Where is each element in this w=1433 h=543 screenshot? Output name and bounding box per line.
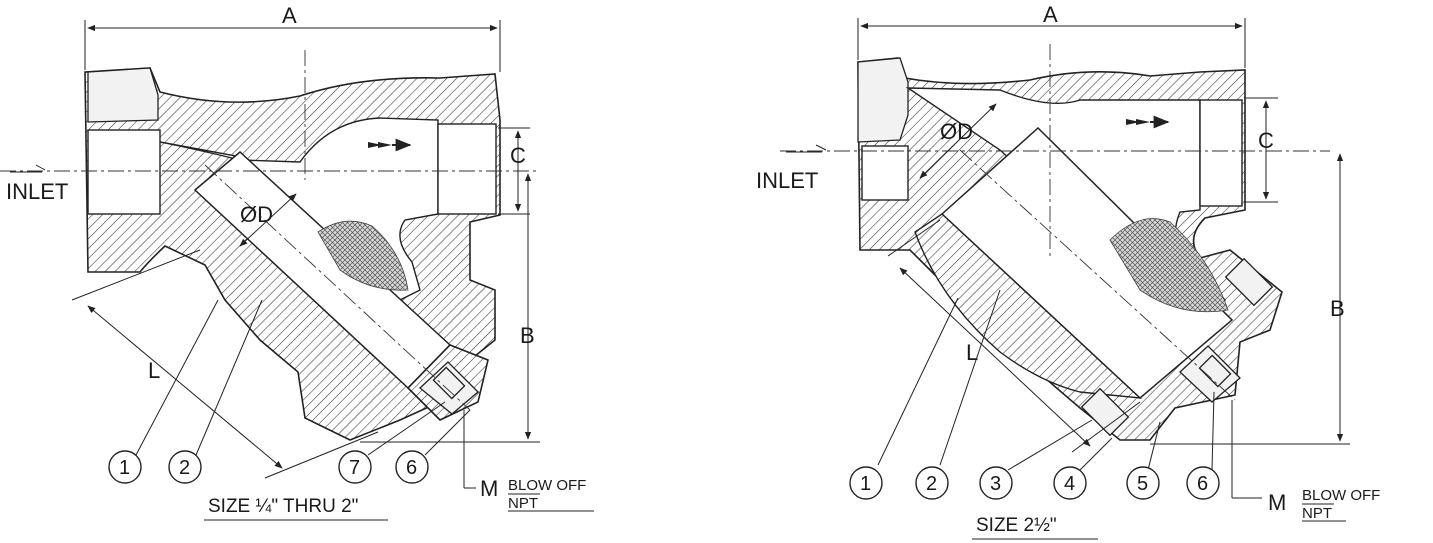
right-blow-off: BLOW OFF bbox=[1302, 487, 1380, 504]
right-plug-nut bbox=[1198, 354, 1232, 388]
right-callout-5: 5 bbox=[1126, 466, 1160, 500]
right-callout-4: 4 bbox=[1053, 466, 1087, 500]
left-strainer-view: A C B ØD L INLET 1 2 bbox=[0, 3, 594, 521]
right-callout-1: 1 bbox=[849, 466, 883, 500]
right-inlet-port bbox=[861, 145, 909, 201]
svg-text:5: 5 bbox=[1137, 473, 1148, 495]
svg-text:1: 1 bbox=[119, 457, 130, 479]
right-callout-2: 2 bbox=[915, 466, 949, 500]
left-npt: NPT bbox=[508, 495, 538, 512]
right-bolt-left bbox=[1080, 387, 1130, 437]
left-inlet-hex bbox=[87, 67, 159, 123]
right-dim-l: L bbox=[966, 340, 978, 365]
flow-arrow-icon bbox=[368, 138, 412, 152]
svg-text:6: 6 bbox=[1197, 473, 1208, 495]
left-inlet-port bbox=[87, 129, 161, 215]
svg-text:2: 2 bbox=[926, 473, 937, 495]
right-dim-l-line bbox=[899, 267, 1091, 447]
left-inlet-label: INLET bbox=[6, 179, 68, 204]
left-dim-l-line bbox=[87, 305, 283, 469]
left-dim-a: A bbox=[282, 3, 297, 28]
left-dim-c: C bbox=[510, 143, 526, 168]
right-dim-b: B bbox=[1330, 296, 1345, 321]
left-dim-b: B bbox=[520, 323, 535, 348]
right-outlet-port bbox=[1199, 99, 1243, 207]
right-dim-a: A bbox=[1043, 2, 1058, 27]
svg-text:6: 6 bbox=[406, 457, 417, 479]
left-dim-d-line bbox=[239, 193, 297, 247]
left-plug-nut bbox=[432, 366, 466, 400]
left-dim-l: L bbox=[148, 358, 160, 383]
right-screen-mesh bbox=[1109, 218, 1229, 313]
svg-text:1: 1 bbox=[860, 473, 871, 495]
left-outlet-port bbox=[437, 123, 497, 215]
left-size-title: SIZE ¼" THRU 2" bbox=[208, 496, 358, 517]
right-npt: NPT bbox=[1302, 505, 1332, 522]
left-blow-off: BLOW OFF bbox=[508, 477, 586, 494]
left-callout-1: 1 bbox=[108, 450, 142, 484]
right-screen-centerline bbox=[959, 149, 1236, 401]
left-m-label: M bbox=[480, 476, 498, 501]
left-screen-mesh bbox=[317, 220, 409, 291]
right-dim-d-line bbox=[919, 103, 997, 179]
left-callout-7: 7 bbox=[338, 450, 372, 484]
svg-text:7: 7 bbox=[349, 457, 360, 479]
right-callout-3: 3 bbox=[979, 466, 1013, 500]
right-strainer-view: A C B ØD L INLET 1 bbox=[756, 2, 1380, 540]
flow-arrow-icon bbox=[1126, 115, 1170, 129]
right-dim-c: C bbox=[1258, 128, 1274, 153]
right-m-label: M bbox=[1268, 490, 1286, 515]
right-dim-d: ØD bbox=[940, 119, 973, 144]
right-callout-6: 6 bbox=[1186, 466, 1220, 500]
right-bolt-right bbox=[1224, 257, 1274, 307]
right-size-title: SIZE 2½" bbox=[976, 515, 1057, 536]
left-dim-d: ØD bbox=[240, 202, 273, 227]
left-callout-6: 6 bbox=[395, 450, 429, 484]
left-callout-2: 2 bbox=[168, 450, 202, 484]
svg-text:4: 4 bbox=[1064, 473, 1075, 495]
right-inlet-label: INLET bbox=[756, 168, 818, 193]
svg-text:2: 2 bbox=[179, 457, 190, 479]
right-inlet-hex bbox=[857, 57, 909, 143]
svg-text:3: 3 bbox=[990, 473, 1001, 495]
